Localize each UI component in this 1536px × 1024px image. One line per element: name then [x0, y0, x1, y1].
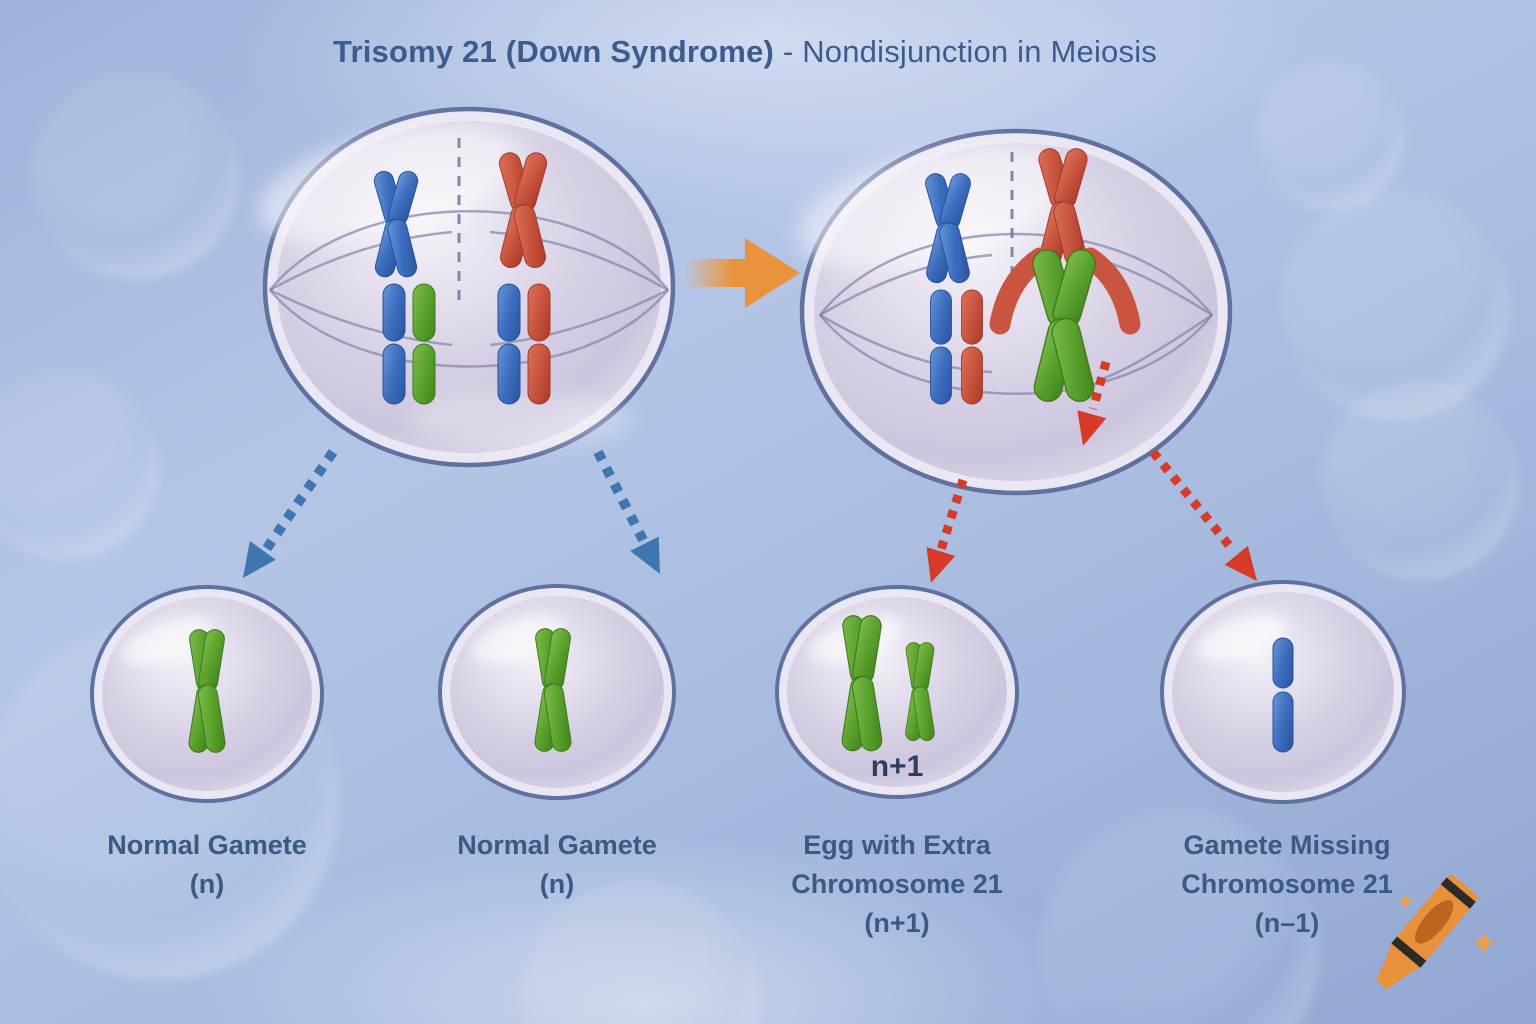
crayon-logo: [1376, 874, 1496, 990]
crayon-icon: [1376, 874, 1478, 990]
gamete4-label-line2: Chromosome 21: [1181, 869, 1393, 899]
gamete-cell-3: [775, 585, 1019, 799]
meiosis-cell-nondisjunction: [798, 128, 1233, 496]
gamete-cell-2: [438, 584, 676, 800]
cell-sheen: [1195, 613, 1289, 663]
gamete4-label-line3: (n–1): [1254, 908, 1320, 938]
cell-sheen: [121, 617, 215, 667]
gamete3-label-line2: Chromosome 21: [791, 869, 1003, 899]
chromatid-red-curved: [1079, 247, 1141, 335]
gamete3-label-line3: (n+1): [864, 908, 930, 938]
gamete1-label: Normal Gamete (n): [37, 826, 377, 904]
nondisjunction-arrow: [1077, 360, 1111, 446]
transition-arrow: [687, 238, 800, 308]
diagram-title: Trisomy 21 (Down Syndrome) - Nondisjunct…: [0, 34, 1490, 70]
gamete2-label-line1: Normal Gamete: [457, 830, 657, 860]
meiosis-cell-normal: [257, 106, 676, 468]
gamete3-label-line1: Egg with Extra: [803, 830, 991, 860]
title-bold-segment: Trisomy 21 (Down Syndrome): [333, 34, 775, 69]
gamete4-label-line1: Gamete Missing: [1183, 830, 1391, 860]
gamete1-label-line1: Normal Gamete: [107, 830, 307, 860]
spindle-fibers: [269, 210, 669, 368]
spindle-fibers: [819, 232, 1213, 395]
title-regular-segment: - Nondisjunction in Meiosis: [774, 34, 1157, 69]
cell-sheen: [410, 392, 630, 448]
cell-sheen: [471, 615, 565, 665]
gamete-cell-1: [90, 585, 324, 803]
arrow-to-gamete-4: [1149, 449, 1257, 581]
gamete-cell-4: [1160, 580, 1406, 804]
arrow-to-gamete-2: [593, 449, 660, 574]
gamete3-label: Egg with Extra Chromosome 21 (n+1): [727, 826, 1067, 943]
nondisjoined-cluster: [989, 245, 1141, 405]
sparkle-icon: [1472, 931, 1496, 955]
gamete1-label-line2: (n): [189, 869, 225, 899]
gamete4-label: Gamete Missing Chromosome 21 (n–1): [1117, 826, 1457, 943]
gamete3-inner-label: n+1: [870, 750, 924, 783]
gamete2-label: Normal Gamete (n): [387, 826, 727, 904]
chromatid-blue-single: [1272, 637, 1294, 753]
gamete2-label-line2: (n): [539, 869, 575, 899]
arrow-to-gamete-3: [926, 478, 968, 583]
arrow-to-gamete-1: [243, 449, 338, 578]
